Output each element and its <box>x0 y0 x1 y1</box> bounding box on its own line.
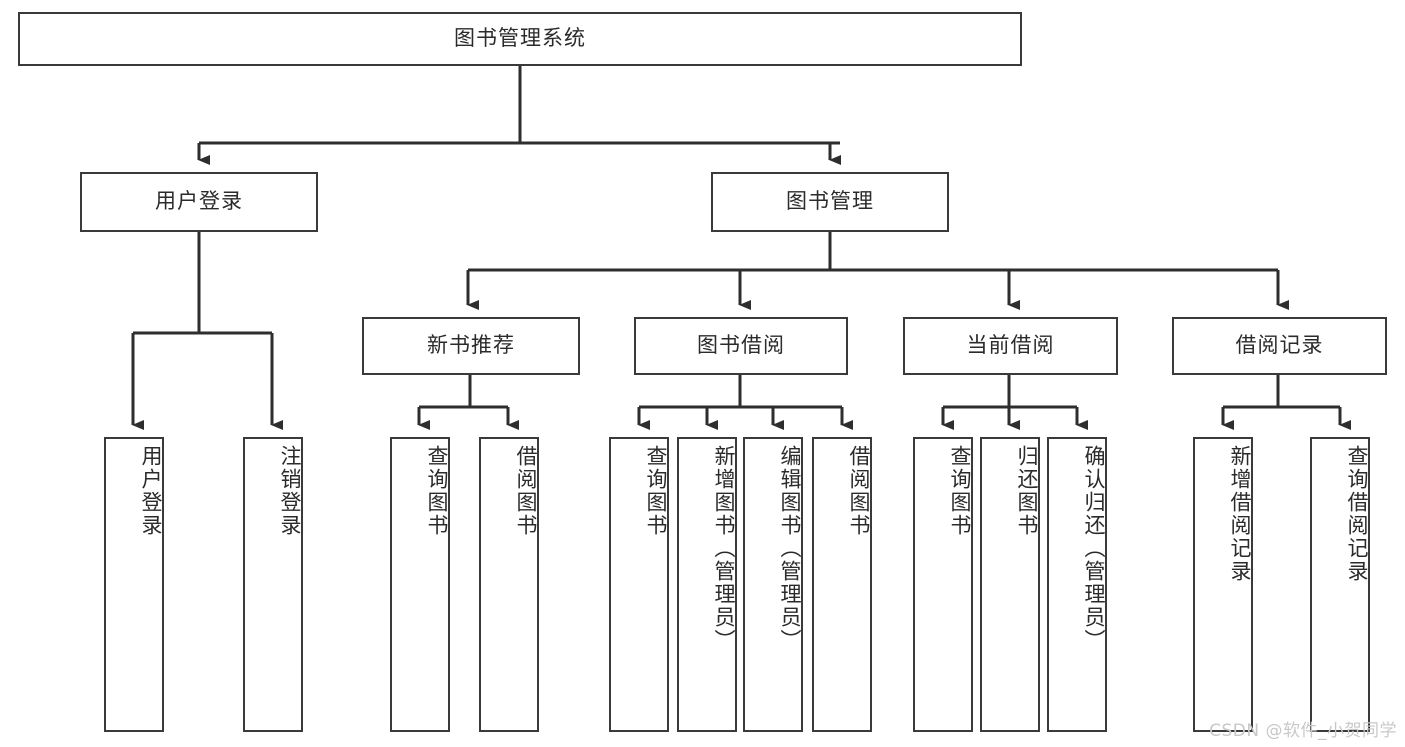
node-new-book-recommend[interactable]: 新书推荐 <box>362 317 580 375</box>
node-book-management[interactable]: 图书管理 <box>711 172 949 232</box>
leaf-node[interactable]: 归还图书 <box>980 437 1040 732</box>
leaf-node-label: 查询图书 <box>644 445 668 537</box>
leaf-node-label: 查询借阅记录 <box>1345 445 1369 583</box>
leaf-node-label: 借阅图书 <box>514 445 538 537</box>
leaf-node[interactable]: 查询图书 <box>390 437 450 732</box>
leaf-node-label: 编辑图书（管理员） <box>778 445 802 652</box>
leaf-node[interactable]: 借阅图书 <box>479 437 539 732</box>
leaf-node-label: 新增图书（管理员） <box>712 445 736 652</box>
node-borrow-record[interactable]: 借阅记录 <box>1172 317 1387 375</box>
node-user-login-label: 用户登录 <box>155 189 243 214</box>
leaf-node-label: 归还图书 <box>1015 445 1039 537</box>
leaf-node-label: 借阅图书 <box>847 445 871 537</box>
leaf-node-label: 注销登录 <box>278 445 302 537</box>
leaf-node[interactable]: 编辑图书（管理员） <box>743 437 803 732</box>
leaf-node[interactable]: 查询图书 <box>609 437 669 732</box>
node-current-borrow-label: 当前借阅 <box>966 333 1055 358</box>
leaf-node-label: 查询图书 <box>425 445 449 537</box>
node-borrow-record-label: 借阅记录 <box>1235 333 1324 358</box>
node-current-borrow[interactable]: 当前借阅 <box>903 317 1118 375</box>
node-new-book-recommend-label: 新书推荐 <box>427 333 515 358</box>
leaf-node[interactable]: 确认归还（管理员） <box>1047 437 1107 732</box>
leaf-node-label: 确认归还（管理员） <box>1082 445 1106 652</box>
node-book-borrow-label: 图书借阅 <box>697 333 785 358</box>
leaf-node[interactable]: 新增图书（管理员） <box>677 437 737 732</box>
leaf-node[interactable]: 查询图书 <box>913 437 973 732</box>
node-book-management-label: 图书管理 <box>786 189 874 214</box>
leaf-node[interactable]: 用户登录 <box>104 437 164 732</box>
node-root[interactable]: 图书管理系统 <box>18 12 1022 66</box>
leaf-node-label: 用户登录 <box>139 445 163 537</box>
node-user-login[interactable]: 用户登录 <box>80 172 318 232</box>
leaf-node[interactable]: 注销登录 <box>243 437 303 732</box>
leaf-node[interactable]: 新增借阅记录 <box>1193 437 1253 732</box>
leaf-node-label: 新增借阅记录 <box>1228 445 1252 583</box>
node-root-label: 图书管理系统 <box>454 26 586 51</box>
leaf-node[interactable]: 查询借阅记录 <box>1310 437 1370 732</box>
node-book-borrow[interactable]: 图书借阅 <box>634 317 848 375</box>
leaf-node[interactable]: 借阅图书 <box>812 437 872 732</box>
leaf-node-label: 查询图书 <box>948 445 972 537</box>
